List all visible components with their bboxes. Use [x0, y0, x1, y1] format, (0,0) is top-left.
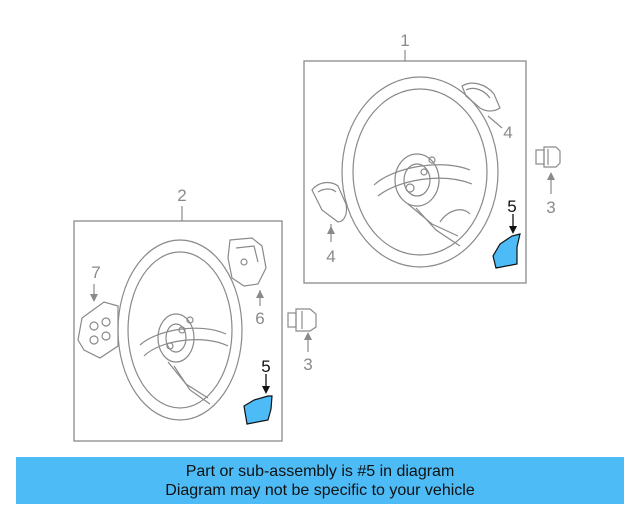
switch-module-icon	[227, 237, 267, 287]
caption-banner: Part or sub-assembly is #5 in diagram Di…	[16, 457, 624, 504]
trim-panel-part5-icon	[492, 233, 521, 269]
trim-cover-icon	[461, 82, 501, 112]
switch-panel-icon	[77, 301, 119, 359]
parts-diagram: 1 4 4	[73, 31, 561, 442]
caption-line-1: Part or sub-assembly is #5 in diagram	[185, 462, 455, 480]
callout-7: 7	[91, 263, 100, 282]
callout-2: 2	[177, 186, 186, 205]
assembly-2: 2 6 5	[73, 186, 283, 442]
caption-line-2: Diagram may not be specific to your vehi…	[165, 481, 475, 499]
callout-6: 6	[255, 309, 264, 328]
trim-panel-part5-icon	[243, 395, 273, 425]
assembly-2-frame	[73, 220, 283, 442]
bolt-icon	[535, 146, 561, 168]
callout-1: 1	[400, 31, 409, 50]
callout-4-lower: 4	[326, 247, 335, 266]
callout-4-upper: 4	[503, 123, 512, 142]
callout-5-upper: 5	[507, 197, 516, 216]
callout-5-lower: 5	[261, 357, 270, 376]
assembly-1-frame	[303, 60, 527, 284]
callout-3-upper: 3	[546, 198, 555, 217]
steering-wheel-icon	[341, 76, 499, 268]
assembly-1: 1 4 4	[303, 31, 527, 284]
callout-3-lower: 3	[303, 355, 312, 374]
trim-cover-icon	[311, 181, 348, 223]
bolt-icon	[287, 308, 317, 332]
steering-wheel-icon	[117, 239, 243, 421]
